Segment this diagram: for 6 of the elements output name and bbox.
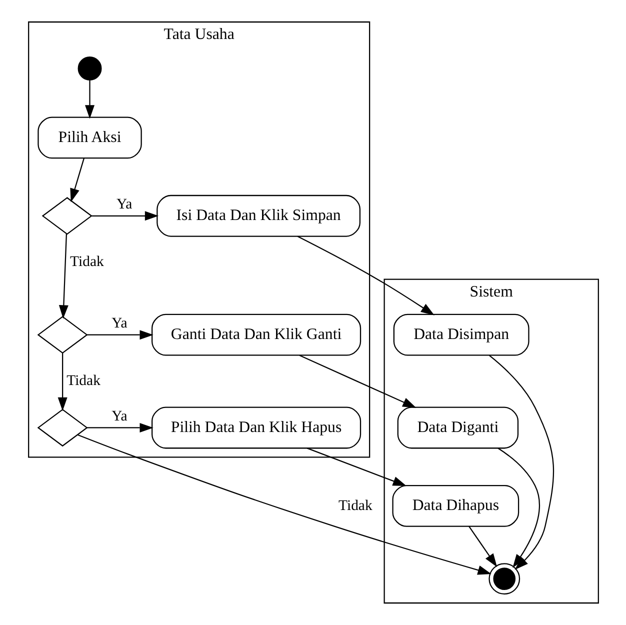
edge-label: Ya [111, 408, 127, 424]
edge-label: Ya [111, 315, 127, 332]
edge-label: Tidak [66, 373, 100, 390]
edge-label: Tidak [70, 254, 104, 270]
edge-label: Tidak [338, 498, 372, 514]
edge-label: Ya [116, 196, 132, 212]
